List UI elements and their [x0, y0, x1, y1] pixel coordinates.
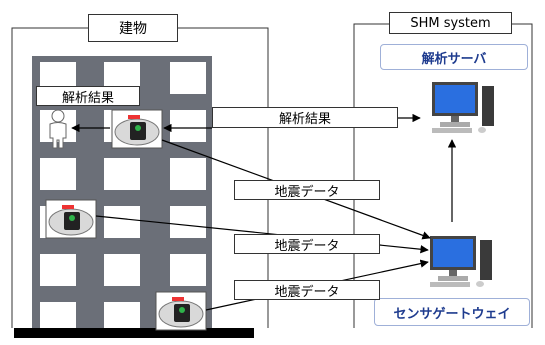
building-window: [40, 254, 76, 286]
sensor-gateway-label: センサゲートウェイ: [374, 298, 530, 326]
ground-slab: [14, 328, 254, 338]
building-window: [104, 206, 140, 238]
analysis-result-flow-label: 解析結果: [212, 107, 398, 128]
shm-system-title: SHM system: [389, 12, 512, 34]
seismic-data-label-upper: 地震データ: [234, 180, 380, 200]
building-window: [40, 302, 76, 328]
sensor-device-upper: [111, 109, 163, 149]
seismic-data-label-lower: 地震データ: [234, 280, 380, 300]
analysis-server-label: 解析サーバ: [380, 44, 528, 70]
analysis-server-computer-icon: [432, 82, 494, 133]
person-icon: [49, 109, 67, 149]
sensor-device-middle: [45, 199, 97, 239]
building-window: [104, 158, 140, 190]
building-window: [170, 158, 206, 190]
building-result-label: 解析結果: [36, 86, 140, 106]
building-window: [170, 110, 206, 142]
seismic-data-label-middle: 地震データ: [234, 234, 380, 254]
sensor-gateway-computer-icon: [430, 236, 492, 287]
building-window: [170, 206, 206, 238]
building-window: [170, 254, 206, 286]
building-frame: [11, 27, 269, 328]
building-title: 建物: [88, 14, 178, 42]
building-window: [170, 62, 206, 94]
building-window: [104, 302, 140, 328]
shm-system-frame: [353, 23, 533, 328]
building-window: [104, 254, 140, 286]
building-window: [40, 158, 76, 190]
sensor-device-lower: [155, 291, 207, 331]
